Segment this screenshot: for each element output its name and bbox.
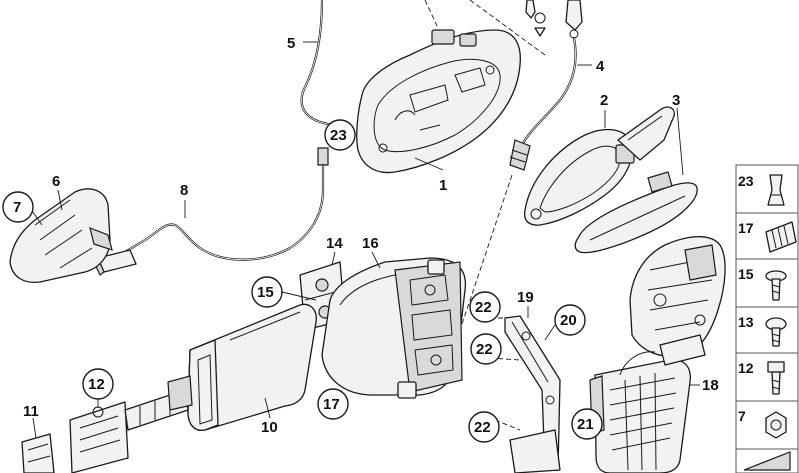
part-8-wire	[93, 147, 329, 276]
callout-11: 11	[23, 403, 39, 420]
panel-label-23: 23	[738, 173, 754, 189]
callout-3: 3	[672, 92, 680, 109]
leader-14	[331, 251, 336, 266]
callout-22-bottom: 22	[474, 419, 491, 436]
leader-1	[414, 157, 444, 171]
callout-23: 23	[330, 127, 347, 144]
top-clip-parts	[525, 0, 583, 39]
panel-label-13: 13	[738, 314, 754, 330]
callout-19: 19	[517, 289, 534, 306]
nut-7-icon	[765, 411, 787, 439]
part-3-handle	[574, 106, 698, 254]
clip-23-icon	[767, 174, 785, 206]
side-panel	[735, 164, 799, 473]
callout-18: 18	[702, 377, 719, 394]
part-11-bracket	[21, 433, 55, 473]
callout-7: 7	[13, 199, 21, 216]
panel-label-15: 15	[738, 266, 754, 282]
callout-2: 2	[600, 92, 608, 109]
part-4-bowden-cable	[509, 36, 577, 171]
part-12-door-check	[69, 375, 193, 473]
callout-22-top: 22	[475, 299, 492, 316]
sleeve-17-icon	[765, 221, 797, 253]
panel-label-7: 7	[738, 408, 746, 424]
panel-label-12: 12	[738, 360, 754, 376]
part-10-duct	[187, 303, 317, 431]
callout-6: 6	[52, 173, 60, 190]
part-6-cover	[9, 188, 113, 284]
leader-16	[371, 251, 381, 269]
dash-1	[424, 0, 439, 29]
callout-4: 4	[596, 58, 605, 75]
part-1-handle-carrier	[356, 29, 521, 174]
callout-8: 8	[180, 182, 188, 199]
screw-13-icon	[765, 317, 787, 347]
callout-1: 1	[439, 177, 447, 194]
part-18-actuator	[589, 359, 691, 473]
callout-16: 16	[362, 235, 379, 252]
leader-20	[544, 324, 556, 341]
screw-15-icon	[765, 270, 787, 301]
part-19-bracket	[489, 315, 561, 473]
callout-22-middle: 22	[476, 341, 493, 358]
callout-14: 14	[326, 235, 343, 252]
arrow-icon	[743, 451, 791, 471]
leader-11	[32, 417, 37, 439]
leader-15	[281, 291, 317, 301]
part-5-cable	[300, 0, 337, 128]
leader-6	[57, 189, 63, 211]
callout-12: 12	[88, 376, 105, 393]
leader-10	[264, 397, 271, 419]
callout-20: 20	[560, 312, 577, 329]
part-lock-upper-right	[619, 236, 726, 376]
callout-17: 17	[323, 396, 340, 413]
bolt-12-icon	[767, 361, 785, 395]
callout-15: 15	[257, 284, 274, 301]
callout-5: 5	[287, 35, 295, 52]
panel-label-17: 17	[738, 220, 754, 236]
part-16-lock-module	[321, 257, 467, 399]
callout-21: 21	[577, 416, 594, 433]
callout-10: 10	[261, 419, 278, 436]
leader-3	[676, 107, 684, 176]
dash-4	[454, 174, 513, 346]
